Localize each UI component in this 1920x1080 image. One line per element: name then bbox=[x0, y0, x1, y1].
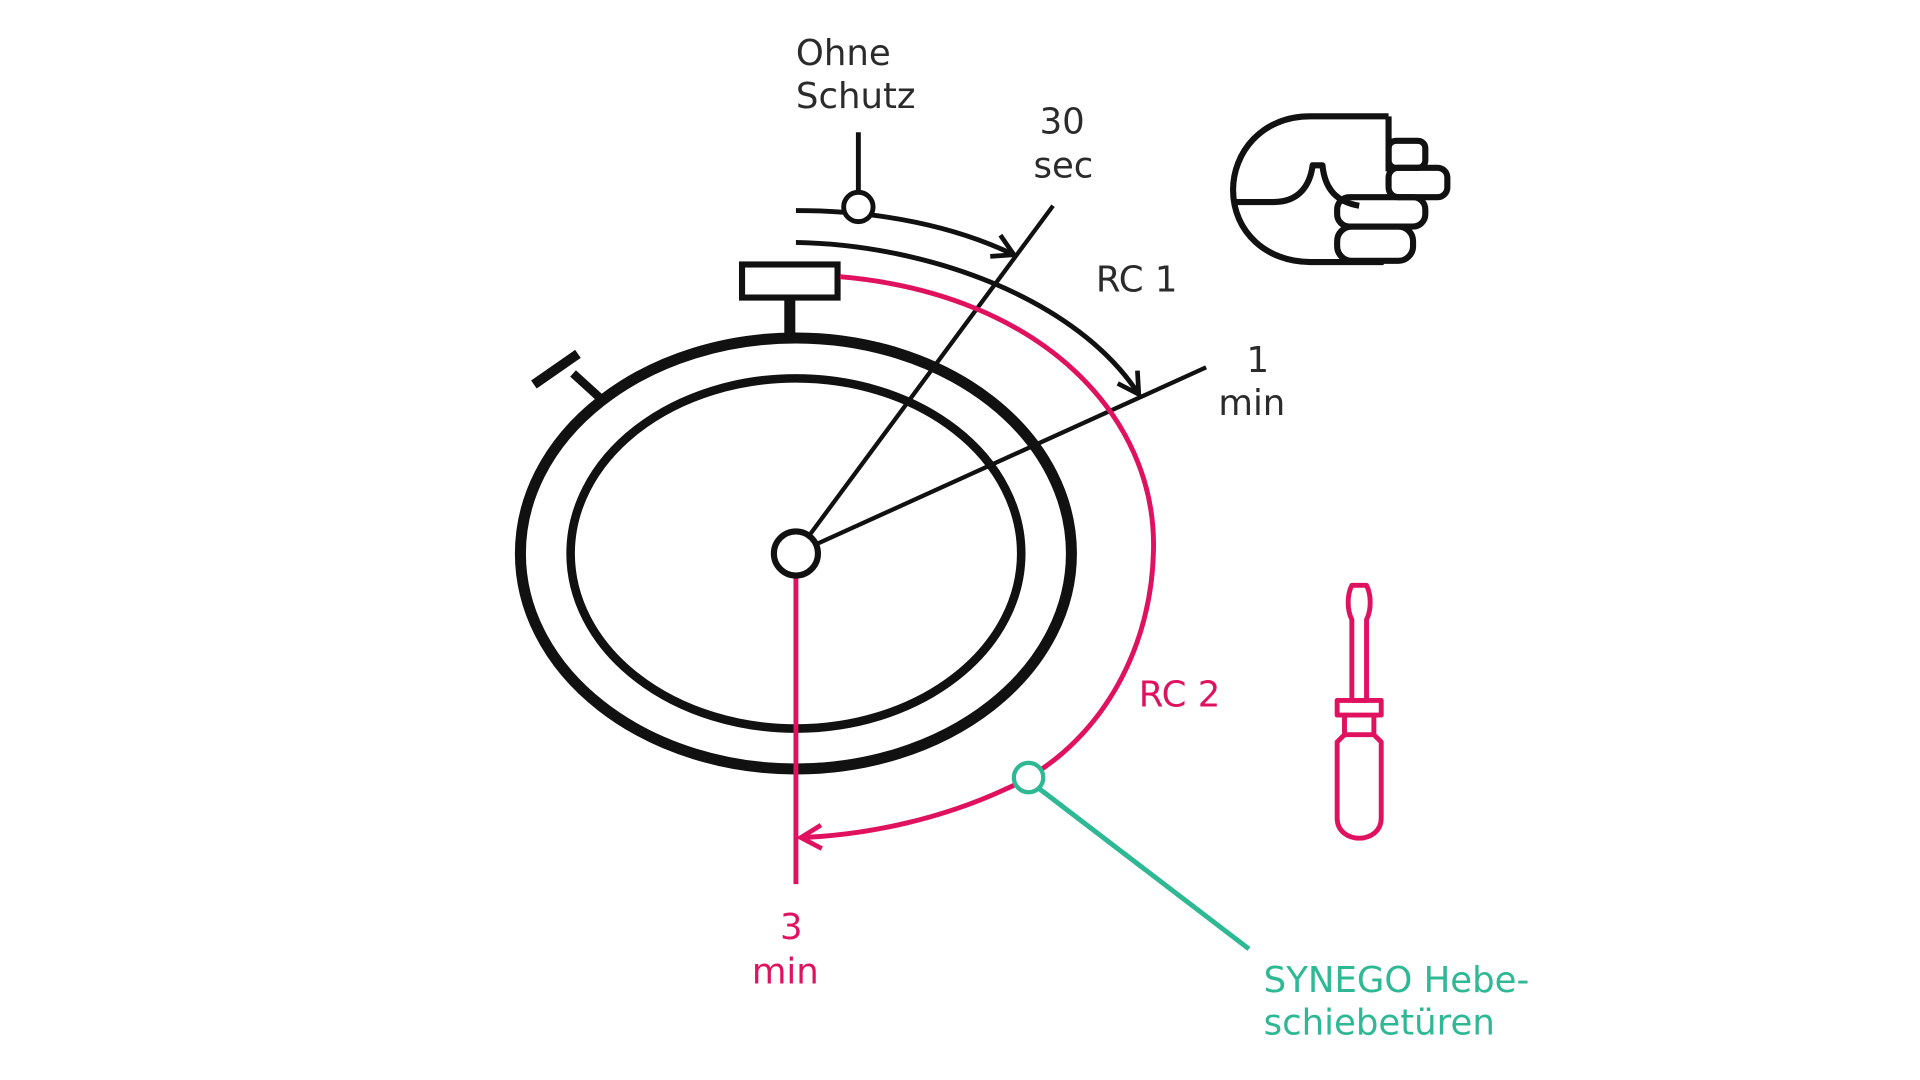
arc-rc2 bbox=[796, 274, 1156, 851]
ohne-schutz-marker bbox=[841, 189, 876, 225]
label-rc1: RC 1 bbox=[1096, 259, 1178, 300]
label-synego-2: schiebetüren bbox=[1264, 1003, 1495, 1044]
label-1-min: min bbox=[1218, 383, 1285, 424]
label-ohne: Ohne bbox=[796, 33, 891, 74]
hand-30sec bbox=[794, 204, 1055, 555]
synego-marker bbox=[1011, 760, 1046, 795]
label-30: 30 bbox=[1040, 101, 1085, 142]
screwdriver-icon bbox=[1334, 582, 1384, 841]
hand-1min bbox=[795, 365, 1208, 556]
label-synego-1: SYNEGO Hebe- bbox=[1264, 960, 1530, 1001]
label-3: 3 bbox=[780, 907, 803, 948]
label-sec: sec bbox=[1033, 146, 1093, 187]
arc-rc1 bbox=[795, 240, 1142, 399]
synego-pointer bbox=[1034, 784, 1251, 951]
fist-icon bbox=[1230, 113, 1451, 266]
label-1: 1 bbox=[1247, 340, 1270, 381]
label-3-min: min bbox=[752, 951, 819, 992]
center-pivot bbox=[770, 528, 822, 579]
arc-ohne-schutz bbox=[795, 208, 1019, 259]
label-schutz: Schutz bbox=[796, 76, 916, 117]
label-rc2: RC 2 bbox=[1139, 675, 1221, 716]
